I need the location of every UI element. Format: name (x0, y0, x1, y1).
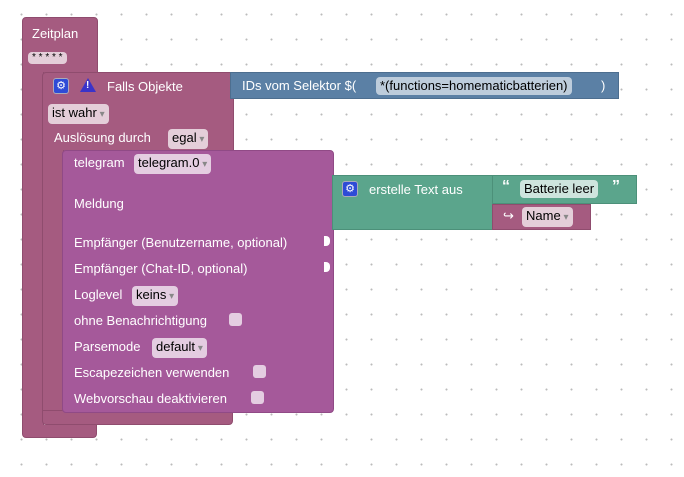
schedule-block-body (22, 72, 44, 430)
condition-dropdown[interactable]: ist wahr (48, 104, 109, 124)
silent-checkbox[interactable] (229, 313, 242, 326)
preview-checkbox[interactable] (251, 391, 264, 404)
loglevel-dropdown[interactable]: keins (132, 286, 179, 306)
cause-dropdown[interactable]: egal (168, 129, 209, 149)
telegram-label: telegram (74, 155, 125, 170)
schedule-block[interactable] (22, 17, 98, 75)
escape-checkbox[interactable] (253, 365, 266, 378)
recipient-chat-label: Empfänger (Chat-ID, optional) (74, 261, 248, 276)
text-join-label: erstelle Text aus (369, 182, 463, 197)
gear-icon[interactable]: ⚙ (342, 181, 358, 197)
cause-label: Auslösung durch (54, 130, 151, 145)
selector-close: ) (601, 78, 606, 93)
text-input[interactable]: Batterie leer (520, 180, 599, 198)
input-socket[interactable] (324, 262, 330, 272)
cron-field[interactable]: * * * * * (28, 52, 67, 64)
trigger-block-body (42, 150, 64, 412)
preview-label: Webvorschau deaktivieren (74, 391, 227, 406)
silent-label: ohne Benachrichtigung (74, 313, 207, 328)
variable-dropdown[interactable]: Name (522, 207, 573, 227)
message-label: Meldung (74, 196, 124, 211)
instance-dropdown[interactable]: telegram.0 (134, 154, 212, 174)
open-quote-icon: “ (502, 178, 510, 195)
warning-icon[interactable]: ! (80, 78, 96, 92)
selector-label: IDs vom Selektor $( (242, 78, 357, 93)
selector-input[interactable]: *(functions=homematicbatterien) (376, 77, 572, 95)
recipient-user-label: Empfänger (Benutzername, optional) (74, 235, 288, 250)
close-quote-icon: ” (612, 178, 620, 195)
parsemode-dropdown[interactable]: default (152, 338, 207, 358)
variable-arrow-icon: ↪ (503, 208, 514, 223)
loglevel-label: Loglevel (74, 287, 123, 302)
gear-icon[interactable]: ⚙ (53, 78, 69, 94)
trigger-title: Falls Objekte (107, 79, 183, 94)
schedule-block-bottom (22, 425, 97, 438)
input-socket[interactable] (324, 236, 330, 246)
telegram-block[interactable] (62, 150, 334, 413)
text-join-block[interactable] (332, 175, 494, 230)
schedule-title: Zeitplan (32, 26, 79, 41)
parsemode-label: Parsemode (74, 339, 141, 354)
escape-label: Escapezeichen verwenden (74, 365, 230, 380)
